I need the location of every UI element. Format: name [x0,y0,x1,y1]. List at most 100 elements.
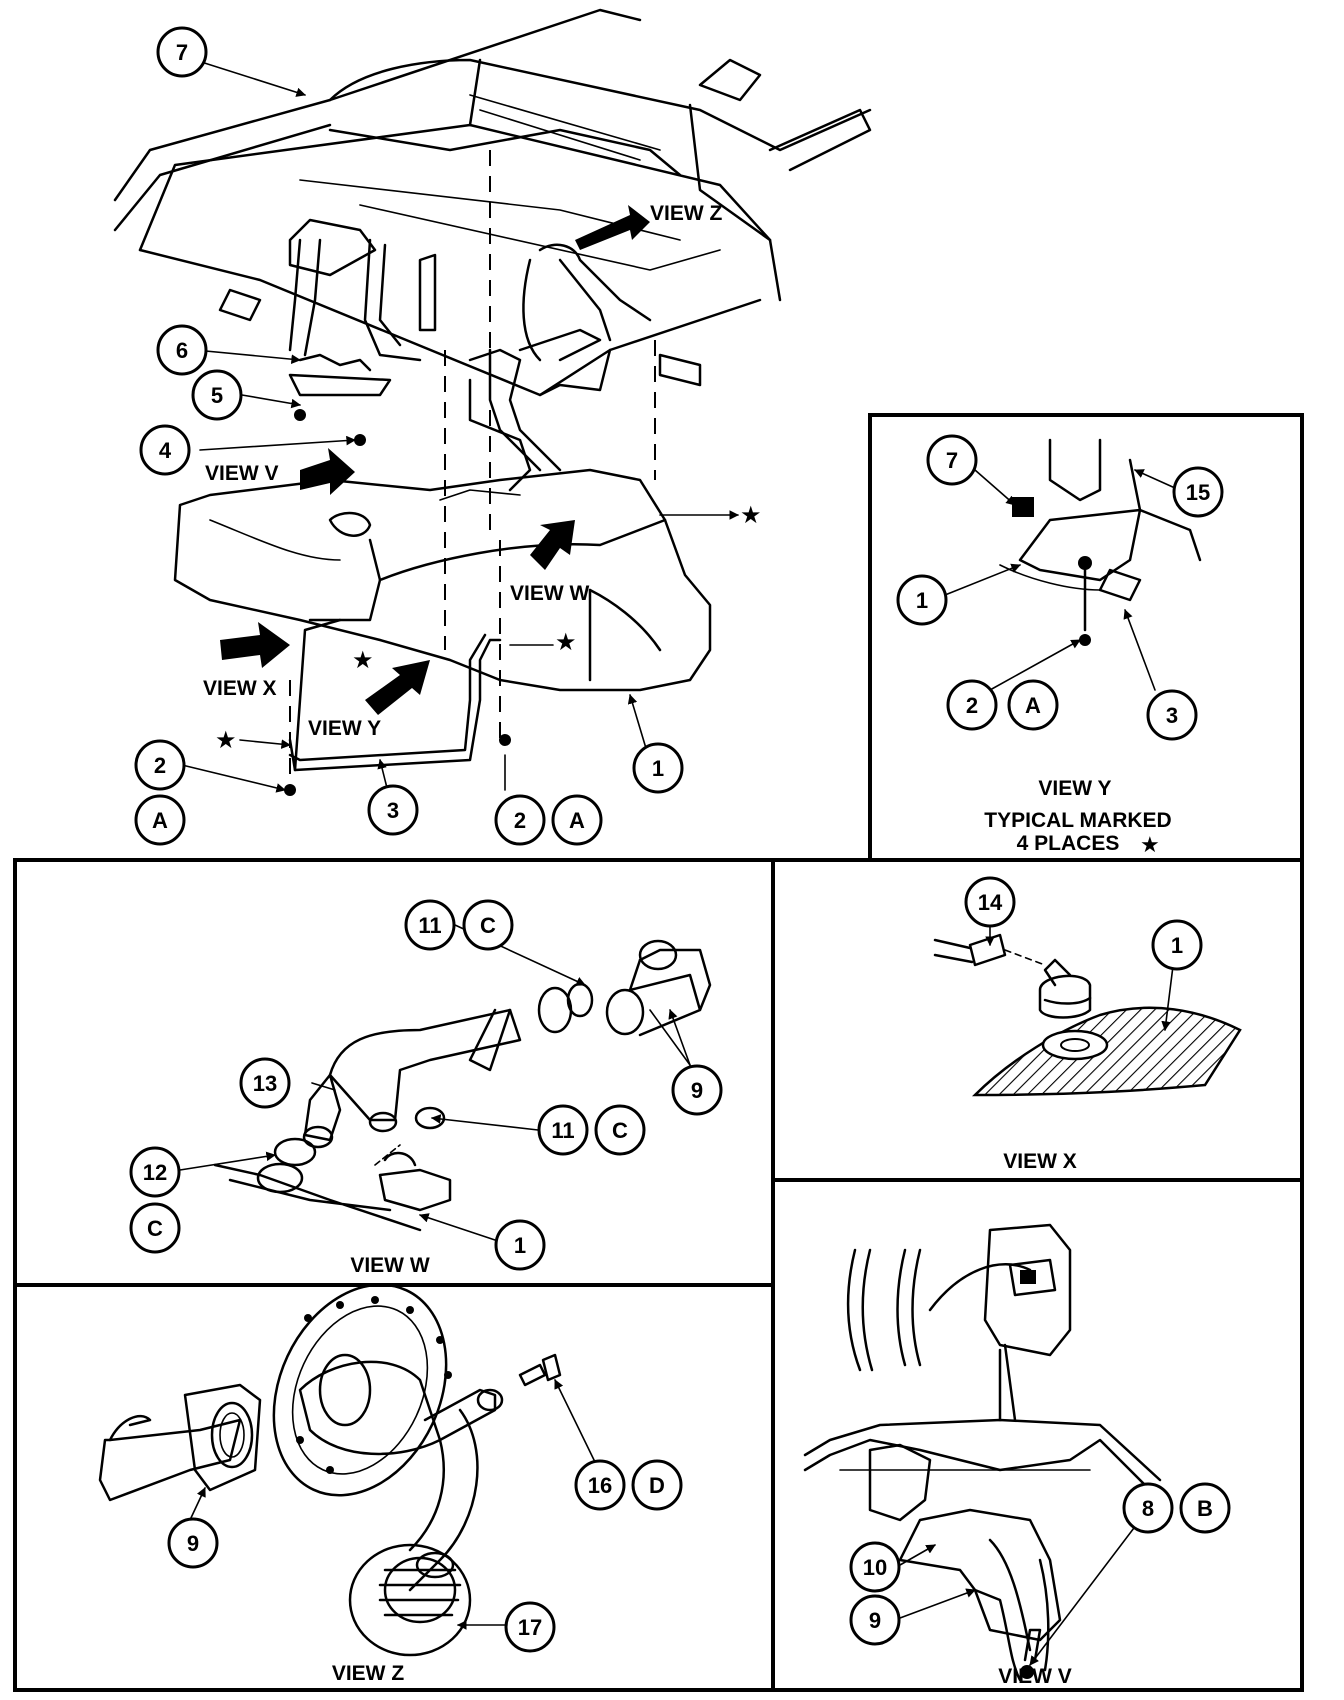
svg-text:1: 1 [514,1233,526,1258]
callout-15: 15 [1172,466,1224,518]
view-w-arrow [530,520,575,570]
callout-14: 14 [964,876,1016,928]
heat-shield [288,373,392,397]
svg-text:1: 1 [1171,933,1183,958]
svg-text:B: B [1197,1496,1213,1521]
main-view-z-label: VIEW Z [650,202,723,225]
svg-text:C: C [147,1216,163,1241]
callout-12: 12 [129,1146,181,1198]
callout-3: 3 [1146,689,1198,741]
callout-1: 1 [494,1219,546,1271]
view-z-arrow [575,205,650,250]
svg-text:3: 3 [1166,703,1178,728]
main-view-w-label: VIEW W [510,582,590,605]
callout-11: 11 [404,899,456,951]
svg-text:C: C [612,1118,628,1143]
callout-17: 17 [504,1601,556,1653]
bolt-icon [294,409,306,421]
callout-13: 13 [239,1057,291,1109]
callout-6: 6 [156,324,208,376]
view-w-panel: 11 C 13 9 11 C 12 C 1 VIEW W [13,858,775,1287]
svg-text:4: 4 [159,438,172,463]
svg-text:A: A [569,808,585,833]
svg-text:C: C [480,913,496,938]
main-view-v-label: VIEW V [205,462,279,485]
svg-text:11: 11 [551,1118,574,1143]
svg-text:14: 14 [978,890,1003,915]
callout-1: 1 [632,742,684,794]
bolt-icon [284,784,296,796]
svg-text:13: 13 [253,1071,277,1096]
view-v-panel: 8 B 10 9 VIEW V [771,1178,1304,1692]
callout-B: B [1179,1482,1231,1534]
callout-1: 1 [1151,919,1203,971]
svg-text:5: 5 [211,383,223,408]
svg-text:D: D [649,1473,665,1498]
star-mark: ★ [555,629,577,656]
star-mark: ★ [740,502,762,529]
view-v-arrow [300,448,355,495]
svg-text:A: A [1025,693,1041,718]
svg-text:10: 10 [863,1555,887,1580]
svg-text:17: 17 [518,1615,542,1640]
star-mark: ★ [352,647,374,674]
filler-pipe [518,328,602,362]
callout-10: 10 [849,1541,901,1593]
callout-A: A [134,794,186,846]
view-x-panel: 14 1 VIEW X [771,858,1304,1182]
view-y-panel: 7 15 1 2 A 3 VIEW Y TYPICAL MARKED 4 PLA… [868,413,1304,862]
svg-text:12: 12 [143,1160,167,1185]
clip-icon [1012,497,1034,517]
svg-text:2: 2 [514,808,526,833]
bolt-icon [499,734,511,746]
callout-5: 5 [191,369,243,421]
svg-text:9: 9 [187,1531,199,1556]
svg-text:A: A [152,808,168,833]
callout-9: 9 [167,1517,219,1569]
panel-y-note1: TYPICAL MARKED [984,809,1171,832]
callout-9: 9 [671,1064,723,1116]
svg-text:8: 8 [1142,1496,1154,1521]
main-view-x-label: VIEW X [203,677,277,700]
callout-7: 7 [156,26,208,78]
panel-z-title: VIEW Z [332,1662,405,1685]
main-view-y-label: VIEW Y [308,717,381,740]
callout-1: 1 [896,574,948,626]
svg-text:3: 3 [387,798,399,823]
panel-w-title: VIEW W [350,1254,430,1277]
panel-y-title: VIEW Y [1038,777,1111,800]
bolt-icon [1078,556,1092,570]
panel-x-title: VIEW X [1003,1150,1077,1173]
callout-A: A [1007,679,1059,731]
star-mark: ★ [215,727,237,754]
callout-2: 2 [494,794,546,846]
svg-text:9: 9 [869,1608,881,1633]
callout-8: 8 [1122,1482,1174,1534]
main-exploded-view: VIEW Z [113,8,872,846]
callout-11: 11 [537,1104,589,1156]
tank-strap [288,618,502,772]
callout-C: C [129,1202,181,1254]
underbody-floor-pan [113,8,872,472]
svg-text:15: 15 [1186,480,1210,505]
callout-A: A [551,794,603,846]
svg-text:1: 1 [652,756,664,781]
star-mark: ★ [1140,832,1160,857]
callout-2: 2 [946,679,998,731]
svg-text:6: 6 [176,338,188,363]
callout-9: 9 [849,1594,901,1646]
tank-bracket [298,353,372,372]
svg-text:2: 2 [966,693,978,718]
nut-icon [354,434,366,446]
svg-text:16: 16 [588,1473,612,1498]
view-z-panel: 9 16 D 17 VIEW Z [13,1283,775,1692]
callout-4: 4 [139,424,191,476]
view-x-arrow [220,622,290,668]
callout-C: C [594,1104,646,1156]
callout-C: C [462,899,514,951]
callout-16: 16 [574,1459,626,1511]
fuel-tank [173,468,712,692]
view-y-arrow [365,660,430,715]
callout-7: 7 [926,434,978,486]
